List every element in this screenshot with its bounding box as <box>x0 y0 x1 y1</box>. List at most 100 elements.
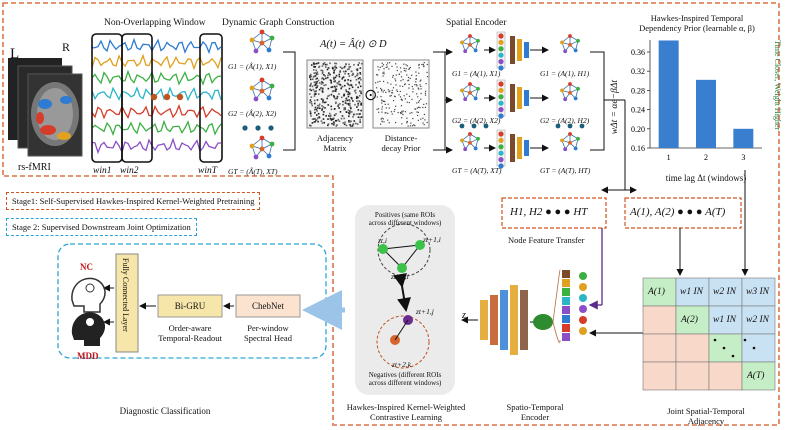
joint-adjacency-caption: Joint Spatial-Temporal Adjacency <box>667 406 745 426</box>
graph-node <box>269 35 275 41</box>
feature-dot <box>498 113 504 119</box>
encoder-block <box>517 137 522 159</box>
graph-node <box>259 77 265 83</box>
matrix-cell <box>708 277 743 307</box>
graph-node <box>266 153 272 159</box>
encoder-block <box>517 39 522 61</box>
ellipsis-dot <box>579 123 585 129</box>
feature-dot <box>498 107 504 113</box>
graph-node <box>563 49 568 54</box>
joint-st-adjacency-matrix <box>642 277 776 391</box>
spatial-encoder-label: Spatial Encoder <box>446 18 507 28</box>
matrix-ellipsis <box>713 338 717 342</box>
graph-node <box>259 135 265 141</box>
nc-label: NC <box>80 262 93 272</box>
graph-node <box>468 42 472 47</box>
st-layer <box>510 285 518 355</box>
y-tick-label: 0.32 <box>631 67 645 76</box>
mdd-label: MDD <box>77 351 99 361</box>
graph-node <box>259 40 265 46</box>
label-right: R <box>62 40 71 54</box>
graph-node <box>560 40 564 45</box>
side-note: Time Closer, Weight Higher <box>773 40 782 131</box>
per-window-label: Per-window Spectral Head <box>244 323 292 343</box>
st-embedding <box>562 270 570 278</box>
graph-node <box>576 38 580 43</box>
matrix-cell <box>741 361 776 391</box>
graph-node <box>463 49 468 54</box>
matrix-cell <box>741 277 776 307</box>
st-encoder-caption: Spatio-Temporal Encoder <box>506 402 564 422</box>
bar <box>696 79 716 148</box>
graph-node <box>473 146 478 151</box>
graph-node <box>568 132 572 136</box>
stage2-label: Stage 2: Supervised Downstream Joint Opt… <box>6 218 197 236</box>
fc-layer-box <box>115 253 139 353</box>
graph-node <box>259 146 265 152</box>
graph-node <box>573 146 578 151</box>
graph-node <box>476 38 480 43</box>
graph-node <box>468 82 472 86</box>
graph-node <box>568 82 572 86</box>
st-layer <box>500 290 508 350</box>
encoder-block <box>524 90 529 106</box>
encoder-block <box>510 36 515 64</box>
g1-encoder-in: G1 = (A(1), X1) <box>452 69 501 78</box>
st-link <box>552 269 561 323</box>
st-node <box>579 272 587 280</box>
st-node <box>579 305 587 313</box>
graph-node <box>460 40 464 45</box>
m-r1c2: w1 IN <box>680 287 703 297</box>
win1-label: win1 <box>93 166 112 176</box>
fc-layer-label: Fully Connected Layer <box>121 258 130 332</box>
h-seq-box <box>501 197 607 229</box>
matrix-cell <box>741 305 776 335</box>
adjacency-matrix-label: Adjacency Matrix <box>316 133 354 153</box>
graph-node <box>473 96 478 101</box>
z-t2i: zt+2,i <box>391 272 409 281</box>
matrix-cell <box>675 277 710 307</box>
graph-node <box>563 97 568 102</box>
win2-label: win2 <box>120 166 139 176</box>
graph-node <box>460 88 464 93</box>
ellipsis-dot <box>268 125 274 131</box>
st-node <box>579 294 587 302</box>
encoder-block <box>517 87 522 109</box>
ellipsis-dot <box>459 123 465 129</box>
head-icon-nc <box>71 277 106 313</box>
feature-dot <box>498 163 504 169</box>
wint-label: winT <box>198 166 218 176</box>
st-latent <box>533 314 553 330</box>
matrix-ellipsis <box>731 354 735 358</box>
label-left: L <box>10 46 20 62</box>
st-layer <box>520 290 528 350</box>
contrastive-caption: Hawkes-Inspired Kernel-Weighted Contrast… <box>346 402 466 422</box>
m-r2c4: w2 IN <box>746 315 769 325</box>
graph-node <box>253 48 259 54</box>
graph-node <box>468 34 472 38</box>
m-r2c2: A(2) <box>681 315 698 325</box>
feature-dot <box>498 39 504 46</box>
graph-node <box>468 132 472 136</box>
stage1-label: Stage1: Self-Supervised Hawkes-Inspired … <box>6 192 261 210</box>
st-embedding <box>562 279 570 287</box>
matrix-cell <box>675 305 710 335</box>
graph-node <box>259 29 265 35</box>
brain-slices <box>8 58 83 157</box>
encoder-block <box>524 140 529 156</box>
dynamic-graph-label: Dynamic Graph Construction <box>222 18 335 28</box>
encoder-block <box>510 84 515 112</box>
bold-signal-line <box>91 53 222 71</box>
head-icon-mdd <box>71 312 106 346</box>
feature-dot <box>498 33 504 39</box>
graph-node <box>560 88 564 93</box>
feature-dot <box>498 59 504 65</box>
matrix-cell <box>642 333 677 363</box>
spatial-encoder-blocks <box>459 31 585 169</box>
bold-signal-line <box>91 137 222 155</box>
adjacency-formula: A(t) = Â(t) ⊙ D <box>320 39 387 50</box>
y-tick-label: 0.24 <box>631 106 645 115</box>
rs-fmri-label: rs-fMRI <box>18 162 51 173</box>
